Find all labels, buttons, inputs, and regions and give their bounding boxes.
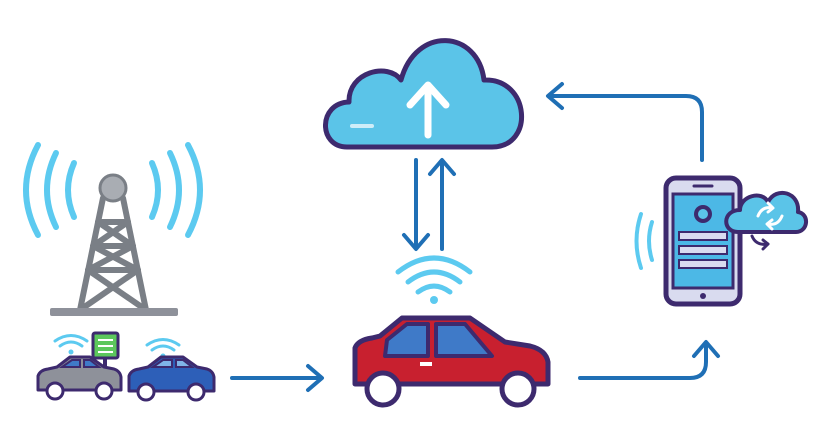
tower-base <box>50 308 178 316</box>
screen-bar <box>678 245 728 255</box>
arrow-icon <box>546 82 704 162</box>
cloud-car-arrows <box>402 158 456 251</box>
arrow-icon <box>578 340 720 380</box>
car-window <box>434 322 494 358</box>
cloud-upload-icon <box>323 38 525 150</box>
down-arrow-icon <box>402 158 430 251</box>
car-wheel <box>499 370 537 408</box>
screen-bar <box>678 259 728 269</box>
up-arrow-icon <box>428 158 456 251</box>
avatar-inner <box>698 209 708 219</box>
car-wheel <box>186 382 206 402</box>
wifi-signal-icon <box>53 334 89 355</box>
car-body <box>127 355 216 393</box>
car-window <box>149 359 173 368</box>
sync-arrows-icon <box>756 201 784 231</box>
car-wheel <box>364 370 402 408</box>
car-window <box>83 359 102 368</box>
tower-signal-icon <box>23 142 203 238</box>
car-window <box>383 322 430 358</box>
upload-arrow-icon <box>406 81 450 139</box>
smartphone-icon <box>634 175 743 307</box>
car-body <box>36 355 123 392</box>
tower-structure <box>77 195 149 313</box>
car-wheel <box>136 382 156 402</box>
phone-signal-icon <box>634 212 654 270</box>
car-icon <box>127 355 216 402</box>
cloud-sync-icon <box>724 190 808 251</box>
wifi-signal-icon <box>395 255 473 304</box>
arrow-icon <box>230 364 324 392</box>
car-wheel <box>45 381 65 401</box>
car-icon <box>36 355 123 401</box>
car-window <box>175 359 195 368</box>
car-icon <box>352 315 551 408</box>
tower-antenna <box>98 173 128 203</box>
sync-arrows-icon <box>750 234 770 251</box>
car-wheel <box>94 381 114 401</box>
screen-bar <box>678 231 728 241</box>
car-window <box>58 359 81 368</box>
home-button <box>700 293 706 299</box>
door-handle <box>420 362 432 366</box>
cell-tower-icon <box>23 142 203 316</box>
